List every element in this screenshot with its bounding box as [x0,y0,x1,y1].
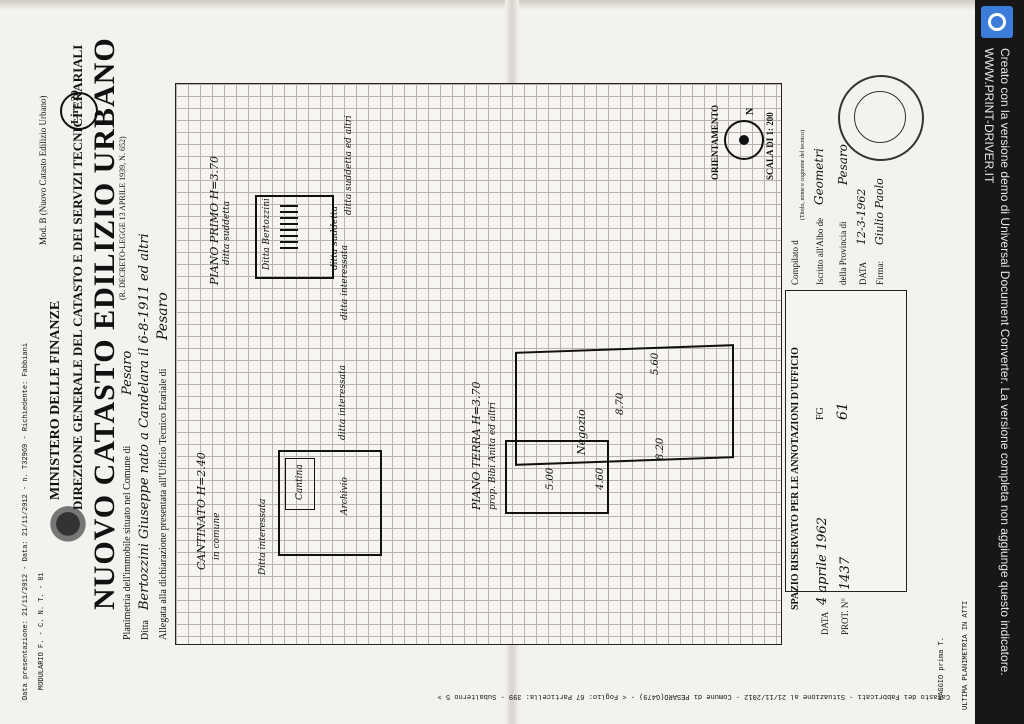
basement-plan [278,450,382,556]
floor1-owner: Ditta Bertozzini [262,198,272,270]
firma-label: Firma: [875,261,885,285]
ground-dim-2: 8.70 [615,392,626,415]
official-stamp-icon [838,75,924,161]
annotation-fg-label: FG [815,407,826,420]
compilato-hint: (Titolo, nome e cognome del tecnico) [800,129,806,220]
watermark-notice: Creato con la versione demo di Universal… [998,48,1012,676]
data-label: DATA [858,261,868,285]
albo-value: Geometri [812,148,826,205]
stamp-inner [854,91,906,143]
staircase-icon [280,205,298,253]
provincia-value: Pesaro [836,144,850,185]
coat-of-arms-icon [50,505,86,547]
ground-dim-5: 5.00 [545,467,556,490]
ground-dim-4: 8.20 [655,437,666,460]
watermark-url: WWW.PRINT-DRIVER.IT [982,48,996,184]
annotation-fg-value: 61 [835,402,851,420]
ditta-label: Ditta [140,620,151,640]
ditta-value: Bertozzini Giuseppe nato a Candelara il … [137,233,152,610]
basement-outer: ditta interessata [338,365,348,440]
ground-floor-annex [505,440,609,514]
floor1-plan [255,195,334,279]
planimetry-label: Planimetria dell'immobile situato nel Co… [122,445,133,640]
basement-sub: in comune [212,512,222,560]
compass-icon [724,120,764,160]
ufficio-value: Pesaro [155,292,171,340]
annotation-date-value: 4 aprile 1962 [815,517,830,605]
allegata-label: Allegata alla dichiarazione presentata a… [158,368,169,640]
floor1-sub2: ditta suddetta [330,206,340,270]
floor1-outer: ditta suddetta ed altri [344,115,354,215]
reserved-title: SPAZIO RISERVATO PER LE ANNOTAZIONI D'UF… [790,347,801,610]
floor1-sub: ditta suddetta [222,201,232,265]
annotation-prot-label: PROT. N° [840,598,850,635]
floor1-title: PIANO PRIMO H=3.70 [208,156,221,285]
ground-dim-3: 5.60 [650,352,661,375]
presentation-stamp: Data presentazione: 21/11/2012 - Data: 2… [22,342,30,700]
orientation-label: ORIENTAMENTO [710,104,720,180]
annotation-date-label: DATA [820,611,830,635]
model-label: Mod. B (Nuovo Catasto Edilizio Urbano) [38,95,48,245]
ground-sub: prop. Bibi Anita ed altri [488,402,498,510]
provincia-label: della Provincia di [838,221,848,285]
form-code: MODULARIO F. - C. N. T. - 81 [38,572,46,690]
converter-logo-icon [981,6,1013,38]
watermark-sidebar [975,0,1024,724]
annotations-box [785,290,907,592]
footer-stamp-3: ULTIMA PLANIMETRIA IN ATTI [962,600,970,710]
ministry-label: MINISTERO DELLE FINANZE [48,300,63,500]
scale-label: SCALA DI 1: 200 [765,112,775,180]
ground-shop: Negozio [575,409,588,455]
albo-label: Iscritto all'Albo de [815,217,825,285]
footer-bottom: MAGGIO prima T. [938,636,946,700]
compilato-label: Compilato d [790,240,800,285]
scanned-cadastral-plan: MINISTERO DELLE FINANZE DIREZIONE GENERA… [0,0,975,724]
basement-room [285,458,315,510]
floor1-corridor: ditta interessata [340,245,350,320]
north-label: N [745,107,756,115]
data-value: 12-3-1962 [855,188,868,245]
plan-grid [175,83,782,645]
basement-room-label: Cantina [295,464,305,500]
firma-value: Giulio Paolo [873,178,886,245]
basement-entry: Ditta interessata [258,498,268,575]
basement-title: CANTINATO H=2.40 [195,452,208,570]
ground-title: PIANO TERRA H=3.70 [470,381,483,510]
price-label: Lire 20 [69,90,81,124]
footer-stamp-2: Catasto dei Fabbricati - Situazione al 2… [437,692,950,700]
annotation-prot-value: 1437 [838,556,853,590]
comune-value: Pesaro [120,350,135,395]
scan-edge [0,0,975,10]
ground-dim-1: 4.60 [595,467,606,490]
decree-label: (R. DECRETO-LEGGE 13 APRILE 1939, N. 652… [118,136,127,300]
price-badge: Lire 20 [60,90,98,130]
basement-sub2: Archivio [340,477,350,515]
